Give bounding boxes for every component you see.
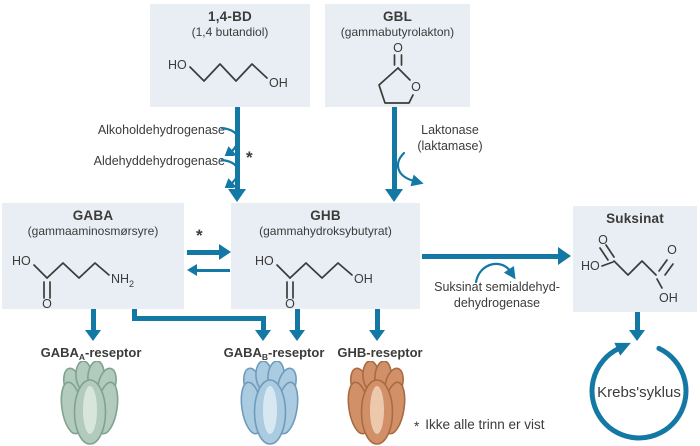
receptor-name-subscript: B [261,352,269,362]
arrow-gaba-to-gabab-head [255,330,271,341]
label-ssadh: Suksinat semialdehyd- dehydrogenase [418,279,576,311]
arrow-gbl-to-ghb-shaft [391,107,397,189]
node-subtitle-gaba: (gammaaminosmørsyre) [27,224,159,238]
arrow-gaba-to-gabab-horizontal [132,316,266,321]
receptor-protein-icon-gaba-b [240,361,299,445]
atom-label: NH [111,272,129,286]
atom-label: OH [269,76,288,90]
krebs-cycle-arrow [589,342,689,441]
arrow-ghb-to-suksinat-head [558,247,571,265]
footnote-text: Ikke alle trinn er vist [425,417,545,432]
node-subtitle-ghb: (gammahydroksybutyrat) [259,224,392,238]
label-ssadh-line1: Suksinat semialdehyd- [434,280,560,294]
arrow-14bd-to-ghb-shaft [234,107,240,189]
atom-label: O [598,233,608,247]
asterisk-marker: * [196,226,203,245]
node-title-gaba: GABA [72,208,114,223]
node-ghb: GHB (gammahydroksybutyrat) HO O OH [231,203,420,309]
molecule-gbl: O O [378,41,421,104]
footnote-marker: * [414,419,420,434]
arrow-14bd-to-ghb-head [228,189,246,202]
arrow-ghb-to-ghbreceptor-shaft [374,309,380,330]
node-14bd: 1,4-BD (1,4 butandiol) HO OH [150,4,310,107]
node-subtitle-14bd: (1,4 butandiol) [191,25,269,39]
label-ssadh-line2: dehydrogenase [453,296,541,310]
arrow-ghb-to-gabab-shaft [294,309,300,330]
arrow-gaba-to-ghb-head [219,244,231,260]
atom-label: O [667,243,677,257]
asterisk-marker: * [246,148,253,167]
node-suksinat: Suksinat O HO O OH [573,206,697,312]
arrow-suksinat-to-krebs-shaft [634,312,640,330]
arrow-gaba-to-ghb-shaft [187,250,219,255]
node-subtitle-gbl: (gammabutyrolakton) [340,25,455,39]
receptor-name-base: GHB [337,345,367,360]
arrow-ghb-to-gaba-shaft [197,269,230,272]
atom-label: HO [12,254,31,268]
atom-label: O [393,41,403,55]
enzyme-curve-arrow-aldh [220,158,240,188]
atom-label: O [411,80,421,94]
footnote: * Ikke alle trinn er vist [414,417,545,434]
label-gaba-a-receptor: GABAA-reseptor [30,345,152,362]
label-aldehyddehydrogenase: Aldehyddehydrogenase [93,154,225,168]
arrow-ghb-to-suksinat-shaft [422,254,558,259]
node-gbl: GBL (gammabutyrolakton) O O [325,4,470,107]
enzyme-curve-arrow-laktonase [396,151,424,187]
arrow-gaba-to-gabaa-head [85,330,101,341]
molecule-ghb: HO O OH [255,254,373,308]
label-laktonase-line1: Laktonase [421,123,479,137]
node-gaba: GABA (gammaaminosmørsyre) HO O NH 2 [2,203,184,309]
receptor-name-suffix: -reseptor [268,345,325,360]
arrow-ghb-to-ghbreceptor-head [369,330,385,341]
label-laktonase: Laktonase (laktamase) [405,122,495,154]
node-title-gbl: GBL [382,9,413,24]
atom-label: HO [581,259,600,273]
node-title-ghb: GHB [310,208,341,223]
atom-label: HO [168,58,187,72]
receptor-name-base: GABA [223,345,262,360]
label-ghb-receptor: GHB-reseptor [320,345,440,362]
atom-label: OH [354,272,373,286]
receptor-name-suffix: -reseptor [366,345,423,360]
arrow-gaba-to-gabab-start [132,309,137,321]
molecule-suksinat: O HO O OH [581,233,678,305]
arrow-gaba-to-gabab-end [261,316,266,331]
receptor-name-base: GABA [40,345,79,360]
receptor-protein-icon-ghb [347,361,406,445]
arrow-ghb-to-gaba-head [187,264,197,276]
enzyme-curve-arrow-adh [220,126,240,156]
atom-label: HO [255,254,274,268]
receptor-name-subscript: A [78,352,86,362]
node-title-14bd: 1,4-BD [208,9,252,24]
atom-label: O [285,297,295,308]
label-laktonase-line2: (laktamase) [417,139,483,153]
molecule-gaba: HO O NH 2 [12,254,134,308]
enzyme-curve-arrow-ssadh [474,262,516,284]
label-alkoholdehydrogenase: Alkoholdehydrogenase [97,123,225,137]
receptor-protein-icon-gaba-a [60,361,119,445]
molecule-14bd: HO OH [168,58,288,90]
receptor-name-suffix: -reseptor [85,345,142,360]
krebs-cycle-label: Krebs'syklus [597,384,681,401]
arrow-ghb-to-gabab-head [289,330,305,341]
label-gaba-b-receptor: GABAB-reseptor [213,345,335,362]
arrow-gaba-to-gabaa-shaft [90,309,96,330]
atom-label: O [42,297,52,308]
atom-label: OH [659,291,678,305]
arrow-gbl-to-ghb-head [385,189,403,202]
arrow-suksinat-to-krebs-head [629,330,645,341]
atom-label-subscript: 2 [129,279,134,289]
node-title-suksinat: Suksinat [606,211,664,226]
